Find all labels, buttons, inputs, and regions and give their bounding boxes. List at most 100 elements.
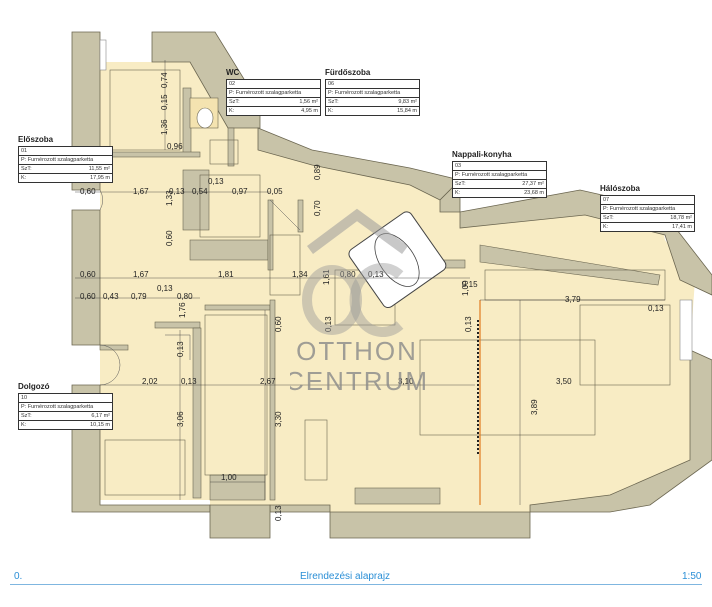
dim-label: 1,81 [218, 270, 234, 279]
bathtub-icon [348, 211, 447, 309]
room-number: 06 [328, 81, 335, 87]
dim-label: 3,06 [176, 411, 185, 427]
toilet-icon [196, 107, 214, 129]
dim-label: 1,76 [178, 302, 187, 318]
dim-label: 3,79 [565, 295, 581, 304]
dim-label: 0,15 [160, 94, 169, 110]
room-floor: P: Furnérozott szalagparketta [21, 157, 94, 163]
dim-label: 0,15 [462, 280, 478, 289]
dim-label: 1,61 [322, 269, 331, 285]
dim-label: 0,13 [208, 177, 224, 186]
floor-plan: 0,74 0,15 1,36 0,96 0,60 1,67 0,13 0,54 … [71, 31, 712, 539]
dim-label: 0,05 [267, 187, 283, 196]
sheet-number: 0. [14, 571, 23, 582]
dim-label: 0,60 [165, 230, 174, 246]
dim-label: 2,02 [142, 377, 158, 386]
room-floor: P: Furnérozott szalagparketta [603, 206, 676, 212]
room-area: 1,56 m² [299, 99, 318, 105]
dim-label: 0,60 [274, 316, 283, 332]
dim-label: 0,13 [169, 187, 185, 196]
room-number: 07 [603, 197, 610, 203]
outer-walls [71, 31, 712, 539]
dim-label: 1,00 [461, 280, 470, 296]
room-perimeter-label: K: [21, 175, 27, 181]
dim-label: 1,33 [165, 190, 174, 206]
windows [99, 39, 693, 361]
watermark-line2: CENTRUM [290, 366, 425, 396]
room-area-label: SzT: [328, 99, 339, 105]
dim-label: 3,50 [556, 377, 572, 386]
dim-label: 0,13 [464, 316, 473, 332]
room-perimeter-label: K: [229, 108, 235, 114]
room-label-eloszoba: Előszoba 01 P: Furnérozott szalagparkett… [18, 135, 113, 183]
room-title: WC [226, 68, 240, 77]
watermark-logo: OTTHON CENTRUM [285, 200, 427, 415]
room-perimeter: 17,95 m [90, 175, 110, 181]
dim-label: 1,34 [292, 270, 308, 279]
room-perimeter: 15,84 m [397, 108, 417, 114]
room-perimeter-label: K: [603, 224, 609, 230]
sheet-scale: 1:50 [682, 571, 702, 582]
dimension-lines [75, 60, 665, 505]
dim-label: 1,00 [221, 473, 237, 482]
sheet-title: Elrendezési alaprajz [300, 571, 391, 582]
room-floor: P: Furnérozott szalagparketta [328, 90, 401, 96]
room-floor: P: Furnérozott szalagparketta [21, 404, 94, 410]
dim-label: 0,80 [177, 292, 193, 301]
room-perimeter-label: K: [21, 422, 27, 428]
dim-label: 0,89 [313, 164, 322, 180]
room-area: 11,55 m² [88, 166, 110, 172]
footer-rule [10, 584, 702, 585]
dim-label: 0,13 [274, 505, 283, 521]
room-perimeter-label: K: [328, 108, 334, 114]
room-number: 10 [21, 395, 28, 401]
room-area-label: SzT: [455, 181, 466, 187]
dim-label: 0,60 [80, 187, 96, 196]
dim-label: 0,70 [313, 200, 322, 216]
room-floor: P: Furnérozott szalagparketta [229, 90, 302, 96]
room-area-label: SzT: [603, 215, 614, 221]
watermark-line1: OTTHON [296, 336, 418, 366]
dim-label: 0,13 [157, 284, 173, 293]
dim-label: 1,67 [133, 270, 149, 279]
dim-label: 0,13 [648, 304, 664, 313]
room-perimeter: 17,41 m [672, 224, 692, 230]
dim-label: 0,80 [340, 270, 356, 279]
room-perimeter: 23,68 m [524, 190, 544, 196]
drawing-footer: 0. Elrendezési alaprajz 1:50 [0, 568, 712, 588]
room-title: Fürdőszoba [325, 68, 371, 77]
room-title: Előszoba [18, 135, 54, 144]
room-area: 18,78 m² [670, 215, 692, 221]
room-area-label: SzT: [21, 166, 32, 172]
dim-label: 0,96 [167, 142, 183, 151]
room-perimeter-label: K: [455, 190, 461, 196]
dim-label: 0,60 [80, 292, 96, 301]
dim-label: 0,13 [181, 377, 197, 386]
dim-label: 0,13 [176, 341, 185, 357]
doors [99, 189, 301, 386]
room-area: 9,83 m² [398, 99, 417, 105]
room-number: 01 [21, 148, 28, 154]
room-area: 27,37 m² [522, 181, 544, 187]
dim-label: 0,97 [232, 187, 248, 196]
room-perimeter: 4,95 m [301, 108, 318, 114]
dim-label: 0,43 [103, 292, 119, 301]
room-area: 6,17 m² [91, 413, 110, 419]
dim-label: 0,74 [160, 72, 169, 88]
room-title: Hálószoba [600, 184, 641, 193]
room-number: 02 [229, 81, 236, 87]
room-label-wc: WC 02 P: Furnérozott szalagparketta SzT:… [226, 68, 321, 116]
room-perimeter: 10,15 m [90, 422, 110, 428]
dim-label: 0,13 [368, 270, 384, 279]
room-label-nappali: Nappali-konyha 03 P: Furnérozott szalagp… [452, 150, 547, 198]
room-area-label: SzT: [229, 99, 240, 105]
oc-logo-icon: OTTHON CENTRUM [285, 208, 427, 396]
dimension-labels: 0,74 0,15 1,36 0,96 0,60 1,67 0,13 0,54 … [80, 72, 664, 521]
dim-label: 3,30 [274, 411, 283, 427]
dim-label: 0,79 [131, 292, 147, 301]
room-title: Nappali-konyha [452, 150, 512, 159]
room-label-furdoszoba: Fürdőszoba 06 P: Furnérozott szalagparke… [325, 68, 420, 116]
dim-label: 0,13 [324, 316, 333, 332]
dim-label: 2,67 [260, 377, 276, 386]
dim-label: 0,60 [80, 270, 96, 279]
